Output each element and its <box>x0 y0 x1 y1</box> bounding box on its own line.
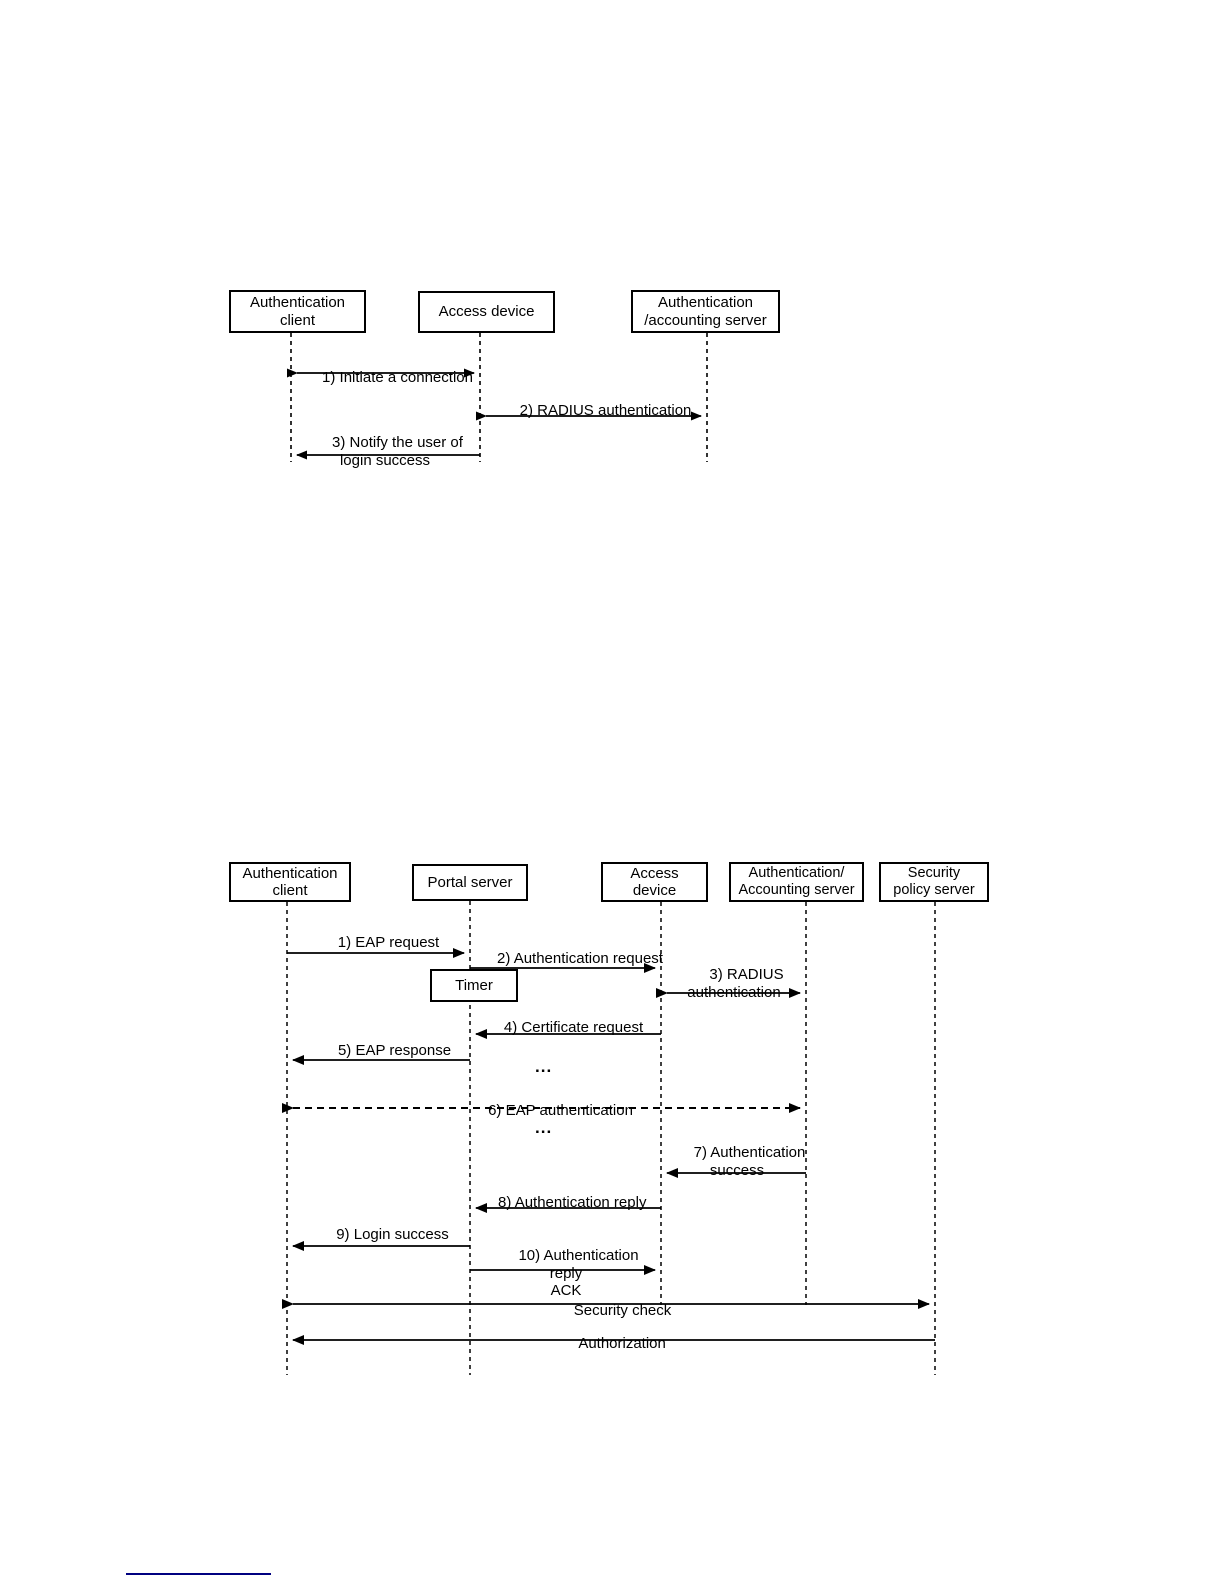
message-label-10: 10) Authentication reply ACK <box>476 1230 656 1316</box>
timer-label: Timer <box>455 976 493 994</box>
sequence-diagram-radius: Authentication client Access device Auth… <box>0 0 1224 520</box>
message-label-5: 5) EAP response <box>294 1025 470 1077</box>
message-text: 3) RADIUS authentication <box>687 966 784 1001</box>
message-text: 7) Authentication success <box>693 1144 806 1179</box>
message-text: 9) Login success <box>336 1226 449 1244</box>
message-label-security-check: Security check <box>510 1285 710 1337</box>
footer-divider-rule <box>126 1573 271 1575</box>
participant-label: Authentication client <box>242 864 338 899</box>
participant-box-access-device: Access device <box>418 291 555 333</box>
message-text: 2) Authentication request <box>497 950 663 968</box>
message-text: 2) RADIUS authentication <box>519 402 692 420</box>
timer-box: Timer <box>430 969 518 1002</box>
message-label-1: 1) Initiate a connection <box>275 352 495 404</box>
ellipsis-marker-lower: ... <box>535 1119 552 1136</box>
participant-label: Security policy server <box>893 865 975 898</box>
ellipsis-text: ... <box>535 1118 553 1137</box>
message-text: 10) Authentication reply ACK <box>518 1247 639 1299</box>
message-text: 1) EAP request <box>337 934 440 952</box>
ellipsis-marker-upper: ... <box>535 1058 552 1075</box>
diagram-two-canvas <box>282 901 936 1375</box>
message-text: 5) EAP response <box>337 1042 452 1060</box>
participant-box-access-device: Access device <box>601 862 708 902</box>
message-text: 1) Initiate a connection <box>322 369 473 387</box>
participant-label: Authentication /accounting server <box>644 294 767 329</box>
message-label-authorization: Authorization <box>510 1318 710 1370</box>
participant-box-portal-server: Portal server <box>412 864 528 901</box>
message-label-9: 9) Login success <box>294 1209 466 1261</box>
message-label-7: 7) Authentication success <box>663 1127 811 1196</box>
message-text: 3) Notify the user of login success <box>332 434 463 469</box>
message-label-1: 1) EAP request <box>286 917 466 969</box>
message-label-4: 4) Certificate request <box>473 1002 649 1054</box>
participant-box-authentication-client: Authentication client <box>229 290 366 333</box>
message-label-2: 2) Authentication request <box>472 933 663 985</box>
diagram-one-canvas <box>287 333 708 462</box>
message-text: 4) Certificate request <box>503 1019 644 1037</box>
participant-label: Authentication/ Accounting server <box>738 865 855 898</box>
message-label-8: 8) Authentication reply <box>473 1177 647 1229</box>
ellipsis-text: ... <box>535 1057 553 1076</box>
participant-box-security-policy-server: Security policy server <box>879 862 989 902</box>
participant-label: Portal server <box>427 873 513 891</box>
participant-box-authentication-accounting-server: Authentication/ Accounting server <box>729 862 864 902</box>
message-text: 8) Authentication reply <box>498 1194 647 1212</box>
participant-box-authentication-client: Authentication client <box>229 862 351 902</box>
message-label-3: 3) Notify the user of login success <box>277 417 493 486</box>
message-text: Authorization <box>578 1335 666 1353</box>
message-text: Security check <box>573 1302 672 1320</box>
message-label-3: 3) RADIUS authentication <box>663 949 805 1018</box>
message-text: 6) EAP authentication <box>488 1102 633 1120</box>
message-label-6: 6) EAP authentication <box>458 1085 638 1137</box>
participant-box-authentication-accounting-server: Authentication /accounting server <box>631 290 780 333</box>
participant-label: Access device <box>438 303 535 321</box>
participant-label: Authentication client <box>249 294 346 329</box>
message-label-2: 2) RADIUS authentication <box>473 385 713 437</box>
sequence-diagram-portal-security-policy: Authentication client Portal server Acce… <box>229 862 989 1375</box>
participant-label: Access device <box>630 864 679 899</box>
